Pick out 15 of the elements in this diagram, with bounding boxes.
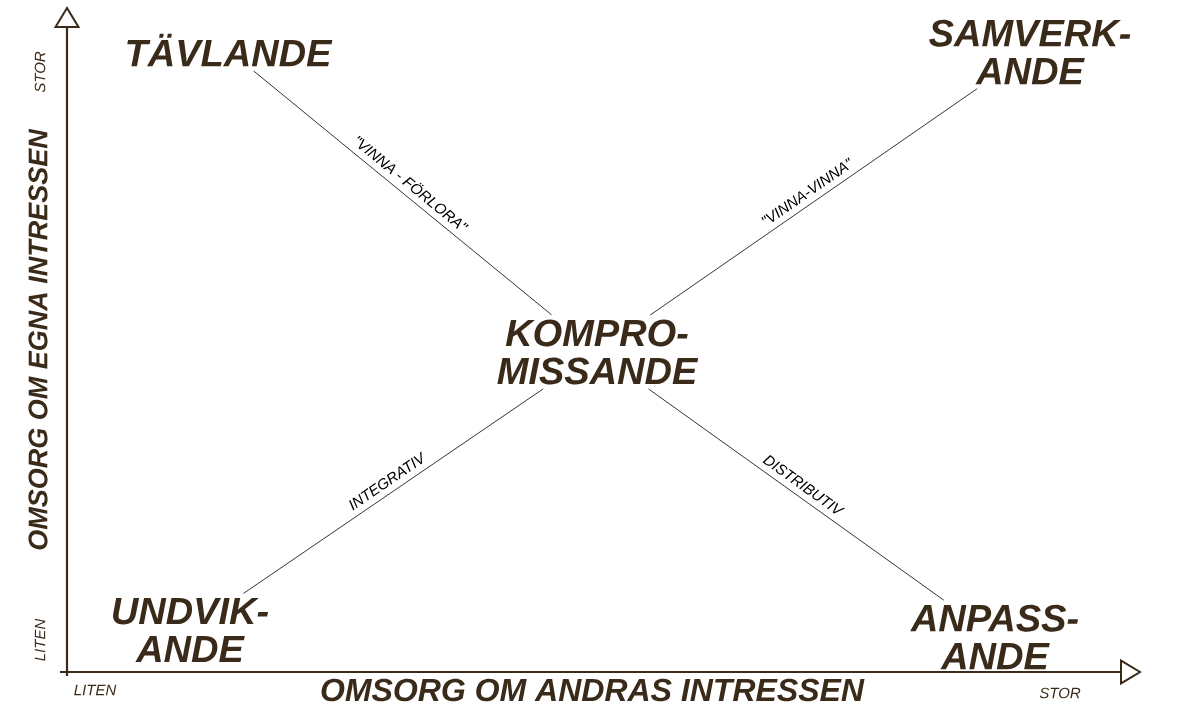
scale-label: LITEN — [74, 684, 117, 696]
scale-label: LITEN — [34, 618, 46, 661]
scale-label: STOR — [1039, 687, 1081, 699]
scale-label: STOR — [34, 51, 46, 93]
connector-line — [649, 88, 978, 316]
quadrant-label: SAMVERK- ANDE — [929, 19, 1131, 85]
connector-line — [253, 70, 552, 316]
quadrant-label: KOMPRO- MISSANDE — [497, 319, 699, 385]
quadrant-label: TÄVLANDE — [127, 33, 333, 67]
connector-line — [243, 388, 544, 594]
quadrant-label: UNDVIK- ANDE — [113, 597, 269, 663]
axis-title: OMSORG OM ANDRAS INTRESSEN — [321, 678, 865, 702]
quadrant-label: ANPASS- ANDE — [910, 604, 1078, 670]
connector-line — [648, 388, 945, 601]
axis-title: OMSORG OM EGNA INTRESSEN — [28, 128, 48, 550]
